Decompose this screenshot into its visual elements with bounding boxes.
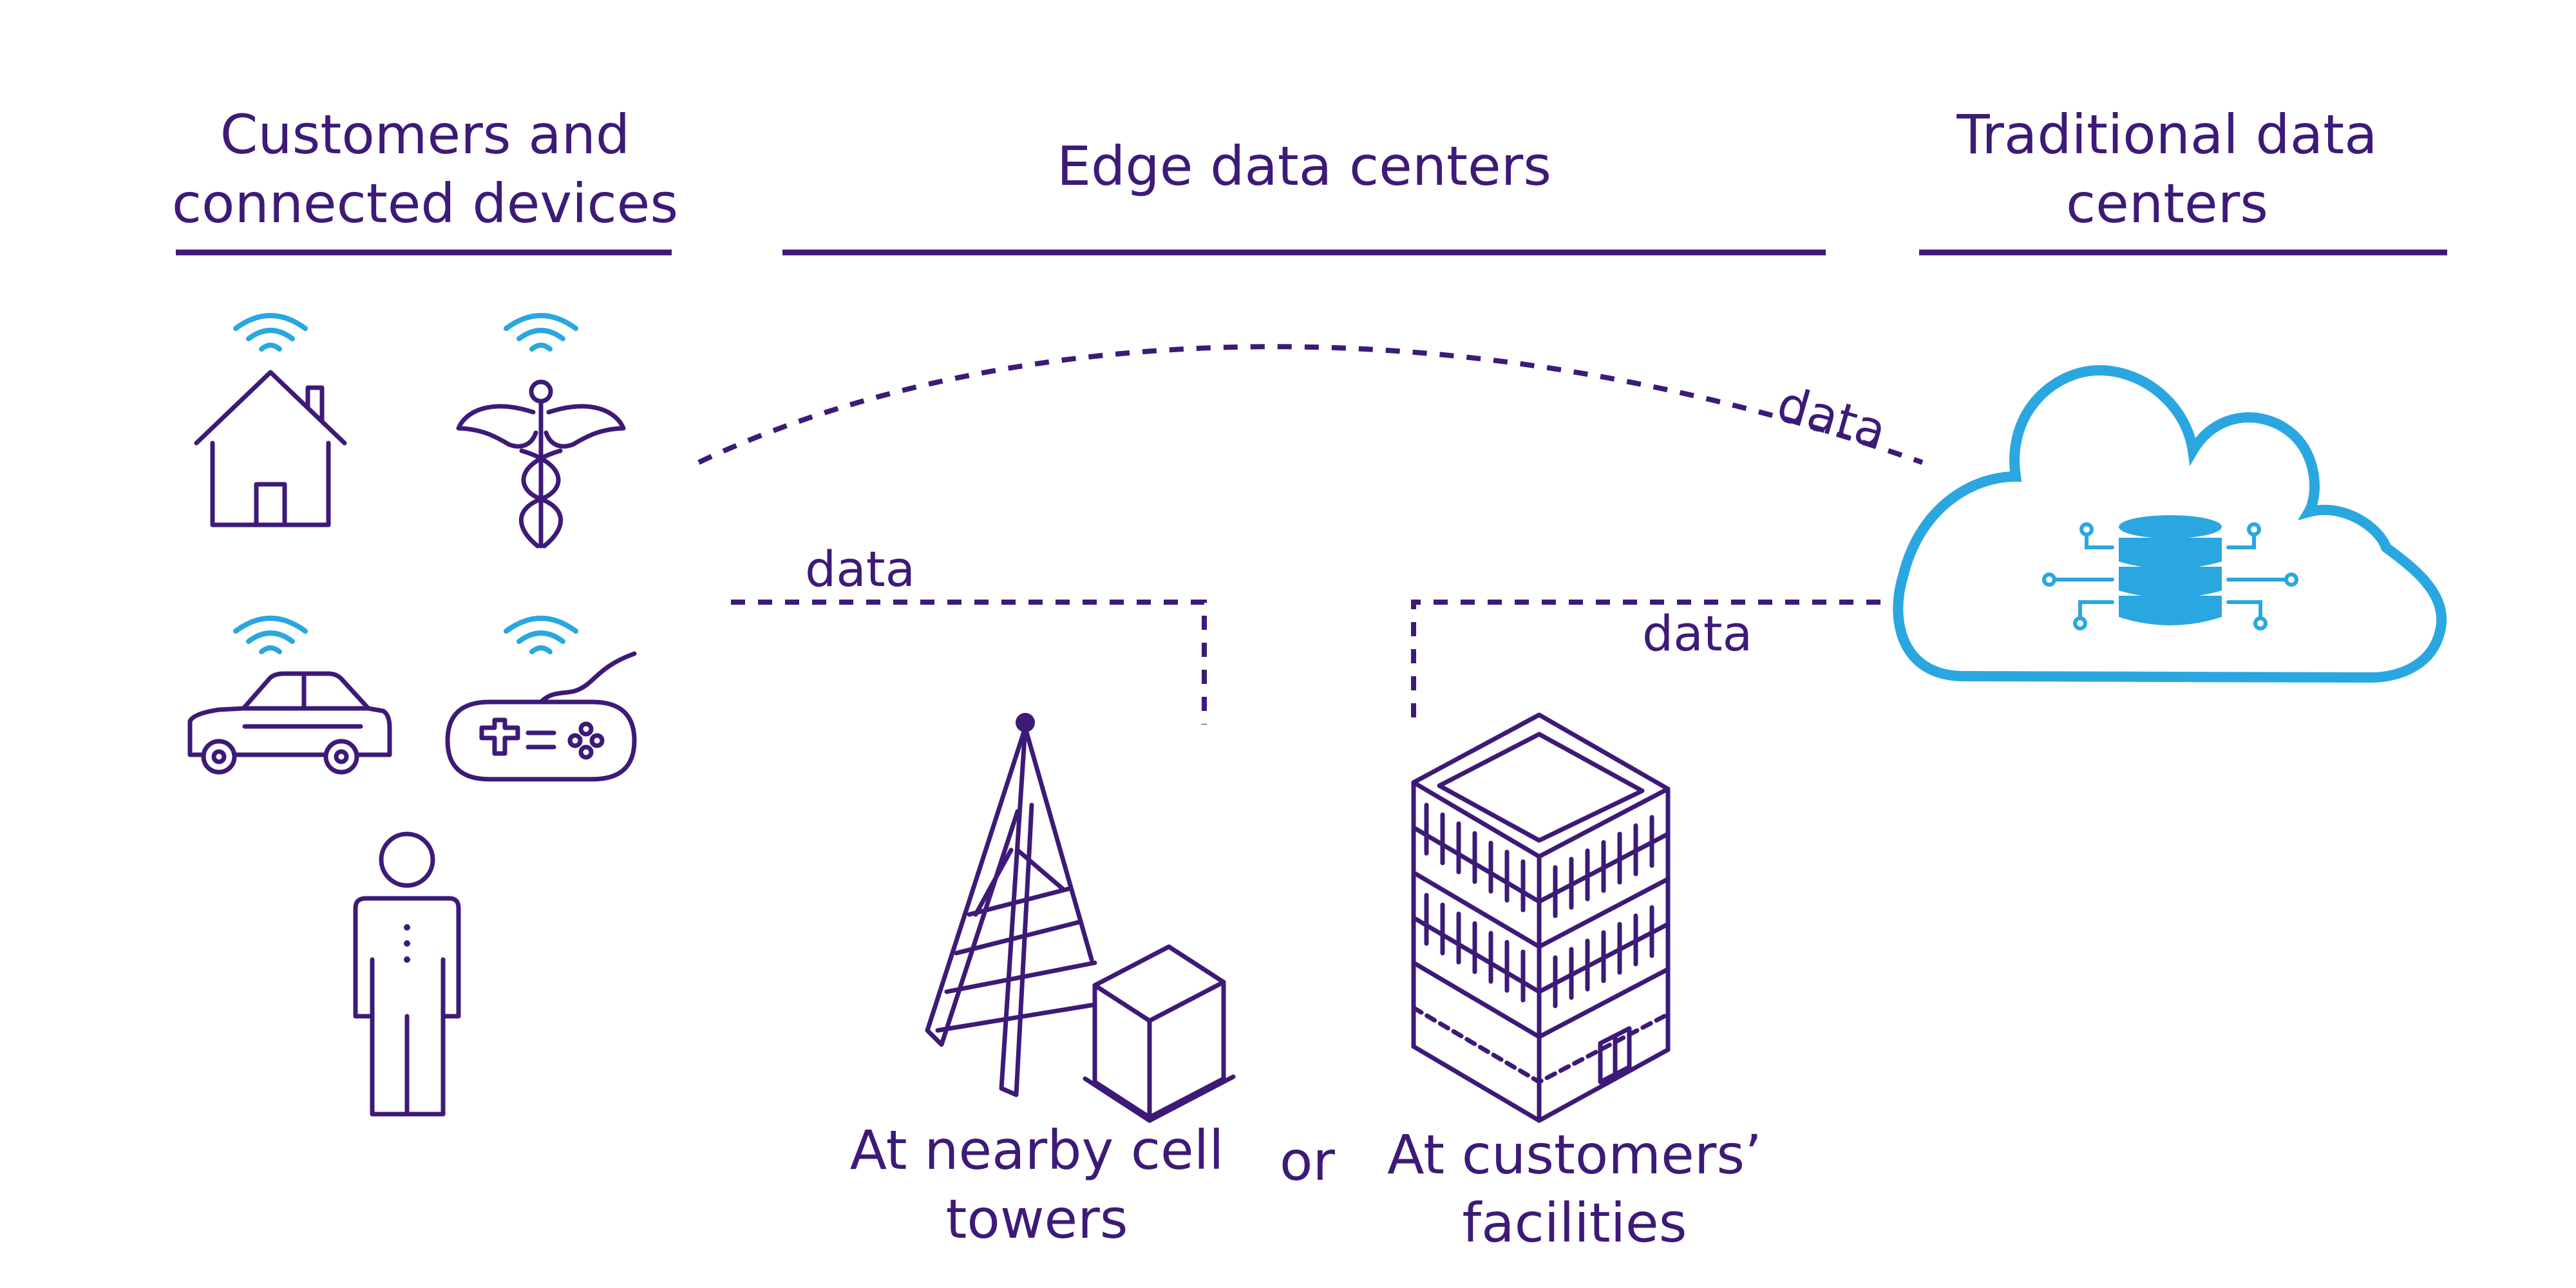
cloud-to-facility-data-label: data xyxy=(1642,605,1752,662)
wifi-icon xyxy=(506,316,576,349)
office-building-icon xyxy=(1411,712,1671,1123)
wifi-icon xyxy=(506,618,576,652)
game-controller-icon xyxy=(445,651,637,782)
house-icon xyxy=(194,370,347,527)
caduceus-icon xyxy=(456,379,626,549)
facility-caption-line2: facilities xyxy=(1463,1191,1687,1255)
top-arc-data-label: data xyxy=(1771,375,1893,460)
traditional-heading: Traditional data centers xyxy=(1956,103,2377,235)
wifi-icon xyxy=(236,618,305,652)
facility-caption-line1: At customers’ xyxy=(1387,1123,1762,1186)
edge-heading: Edge data centers xyxy=(1057,135,1551,198)
tower-caption-line1: At nearby cell xyxy=(850,1119,1224,1182)
devices-to-tower-data-label: data xyxy=(805,540,915,598)
cell-tower-icon xyxy=(925,713,1236,1123)
facility-caption: At customers’ facilities xyxy=(1387,1123,1762,1255)
cloud-to-facility-dashed-path xyxy=(1411,600,1880,721)
devices-to-tower-dashed-path xyxy=(731,600,1207,724)
traditional-heading-line2: centers xyxy=(2066,172,2268,235)
or-label: or xyxy=(1280,1130,1335,1193)
traditional-heading-line1: Traditional data xyxy=(1956,103,2377,166)
devices-heading-line2: connected devices xyxy=(172,172,678,235)
wifi-icon xyxy=(236,316,305,349)
tower-caption-line2: towers xyxy=(945,1188,1128,1251)
cloud-database-icon xyxy=(1893,365,2447,683)
tower-caption: At nearby cell towers xyxy=(850,1119,1224,1251)
car-icon xyxy=(187,671,392,775)
devices-heading-line1: Customers and xyxy=(220,103,630,166)
devices-to-cloud-dashed-arc xyxy=(697,344,1924,465)
person-icon xyxy=(353,831,461,1117)
devices-heading: Customers and connected devices xyxy=(172,103,678,235)
